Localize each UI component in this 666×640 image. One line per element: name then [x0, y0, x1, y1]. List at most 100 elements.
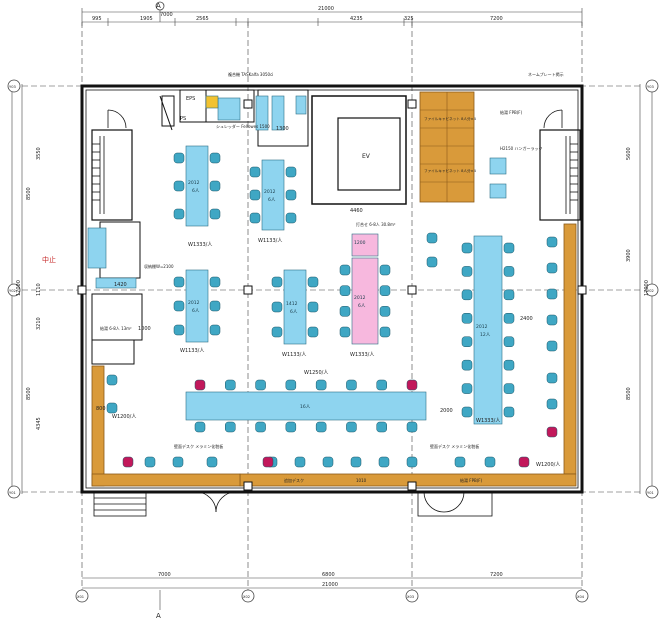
chair: [461, 383, 473, 394]
chair: [346, 421, 357, 433]
axis-x02: X02: [243, 595, 250, 599]
chair: [172, 456, 184, 468]
label-wall-desk-br: 壁面デスク メラミン化粧板: [430, 443, 479, 449]
chair: [225, 379, 236, 391]
chair: [546, 398, 558, 410]
desk-small-left: [87, 227, 107, 269]
chair: [106, 374, 118, 386]
chair: [122, 456, 134, 468]
label-wall-desk-bl: 壁面デスク メラミン化粧板: [174, 443, 223, 449]
chair: [379, 264, 391, 276]
chair: [271, 326, 283, 338]
desk-persons-label: 12人: [480, 332, 491, 338]
chair: [209, 180, 221, 192]
dim-left-total: 17000: [16, 280, 22, 296]
chair: [378, 456, 390, 468]
chair: [322, 456, 334, 468]
chair: [249, 166, 261, 178]
chair: [406, 456, 418, 468]
dim-right-0: 5600: [626, 147, 632, 160]
chair: [262, 456, 274, 468]
label-nameplate: ネームプレート掲示: [528, 71, 564, 77]
dim-bottom-total: 21000: [322, 582, 338, 588]
dim-1420: 1420: [114, 282, 127, 288]
desk-island: [185, 145, 209, 227]
desk-persons-label: 16人: [300, 404, 311, 410]
chair: [173, 180, 185, 192]
w1200-right: W1200/人: [536, 462, 560, 468]
chair: [173, 324, 185, 336]
chair: [271, 276, 283, 288]
desk-width-label: 2012: [188, 300, 200, 306]
label-copier: 複合機 TASKalfa 3050ci: [228, 71, 273, 77]
chair: [546, 262, 558, 274]
w1333-b: W1333/人: [350, 352, 374, 358]
dim-top-seg-0: 995: [92, 16, 102, 22]
chair: [454, 456, 466, 468]
label-wall-desk-mid: 1010: [356, 478, 367, 483]
w1133-b: W1133/人: [180, 348, 204, 354]
axis-x03: X03: [407, 595, 414, 599]
dim-left-3: 3210: [36, 317, 42, 330]
chair: [546, 314, 558, 326]
desk-persons-label: 6人: [192, 308, 200, 314]
desk-small-left-2: [95, 277, 137, 289]
dim-left-5: 4345: [36, 417, 42, 430]
dim-top-seg-3: 4235: [350, 16, 363, 22]
section-mark-bottom: A: [156, 612, 161, 620]
chair: [339, 264, 351, 276]
chair: [461, 289, 473, 301]
desk-width-label: 1412: [286, 301, 298, 307]
chair: [376, 421, 387, 433]
label-stop: 中止: [42, 255, 56, 264]
chair: [350, 456, 362, 468]
label-storage-left: 収納棚W=2100: [144, 263, 174, 269]
chair: [173, 300, 185, 312]
axis-y02-right: Y02: [647, 289, 654, 293]
chair: [339, 285, 351, 296]
chair: [484, 456, 496, 468]
room-ps: PS: [180, 116, 186, 122]
chair: [315, 421, 327, 433]
axis-y02-left: Y02: [9, 289, 16, 293]
desk-width-label: 2012: [188, 180, 200, 186]
dim-2400: 2400: [520, 316, 533, 322]
label-locker1: ファイルキャビネット 8人分×4: [424, 116, 477, 121]
chair: [173, 276, 185, 288]
label-hanger: H2150 ハンガーラック: [500, 145, 542, 151]
desk-width-label: 2012: [264, 189, 276, 195]
dim-top-seg-2: 2565: [196, 16, 209, 22]
chair: [307, 326, 319, 338]
w1133-c: W1133/人: [282, 352, 306, 358]
dim-2000: 2000: [440, 408, 453, 414]
chair: [249, 189, 261, 201]
dim-1300: 1300: [276, 126, 289, 132]
room-eps: EPS: [186, 96, 195, 102]
label-room-info-center: 打合せ 6-8人 30.8m²: [356, 221, 396, 227]
dim-top-seg-5: 7200: [490, 16, 503, 22]
chair: [285, 421, 297, 433]
chair: [106, 402, 118, 414]
chair: [144, 456, 156, 468]
chair: [461, 406, 473, 418]
desk-persons-label: 6人: [192, 188, 200, 194]
service-unit: [295, 95, 307, 115]
label-bottom-right: 給湯 FPB(F): [460, 477, 483, 483]
chair: [285, 379, 297, 391]
dim-left-2: 1110: [36, 283, 42, 296]
axis-y01-left: Y01: [9, 491, 16, 495]
desk-island: [351, 257, 379, 345]
chair: [461, 313, 473, 324]
w1200-left: W1200/人: [112, 414, 136, 420]
dim-left-4: 8500: [26, 387, 32, 400]
service-unit: [489, 183, 507, 199]
chair: [426, 232, 438, 244]
chair: [285, 189, 297, 201]
dim-left-0: 3550: [36, 147, 42, 160]
dim-top-left: 7000: [160, 12, 173, 18]
label-kitchen: 給湯 FPB(F): [500, 109, 523, 115]
axis-y03-left: Y03: [9, 85, 16, 89]
